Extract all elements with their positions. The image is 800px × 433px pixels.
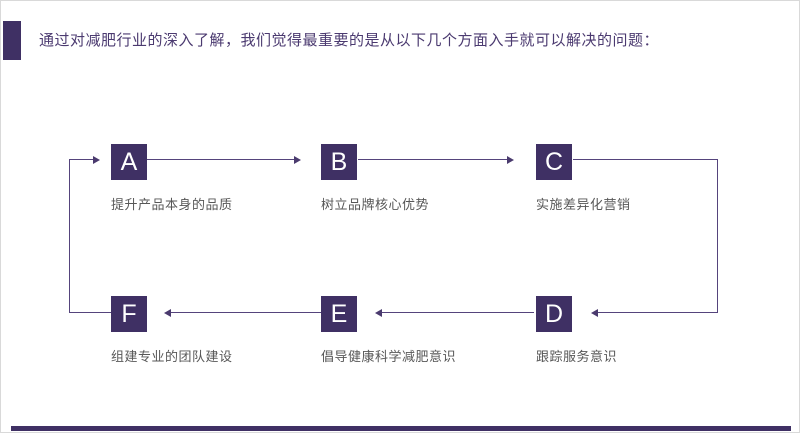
flow-node-e: E <box>321 296 357 332</box>
footer-accent-bar <box>11 426 791 431</box>
connector-e-f-arrowhead-icon <box>164 309 171 317</box>
slide-title: 通过对减肥行业的深入了解，我们觉得最重要的是从以下几个方面入手就可以解决的问题： <box>39 32 660 49</box>
connector-c-d-top-line <box>573 159 718 160</box>
flow-node-b: B <box>321 144 357 180</box>
connector-c-d-arrowhead-icon <box>591 309 598 317</box>
connector-b-c-arrowhead-icon <box>507 156 514 164</box>
flow-node-f-label: 组建专业的团队建设 <box>111 349 233 364</box>
connector-a-b-line <box>147 159 294 160</box>
flow-node-a-label: 提升产品本身的品质 <box>111 197 233 212</box>
connector-c-d-bottom-line <box>598 312 718 313</box>
flow-node-c-label: 实施差异化营销 <box>536 197 631 212</box>
flow-node-f: F <box>111 296 147 332</box>
connector-f-a-vertical-line <box>69 159 70 313</box>
connector-f-a-arrowhead-icon <box>93 156 100 164</box>
flow-node-d: D <box>536 296 572 332</box>
connector-f-a-bottom-line <box>69 312 111 313</box>
connector-c-d-vertical-line <box>717 159 718 313</box>
connector-e-f-line <box>171 312 321 313</box>
flow-node-a: A <box>111 144 147 180</box>
connector-b-c-line <box>358 159 507 160</box>
flow-node-d-label: 跟踪服务意识 <box>536 349 618 364</box>
connector-d-e-line <box>382 312 534 313</box>
flow-node-e-label: 倡导健康科学减肥意识 <box>321 349 457 364</box>
header-accent-bar <box>3 21 21 60</box>
flow-node-b-label: 树立品牌核心优势 <box>321 197 430 212</box>
flow-node-c: C <box>536 144 572 180</box>
connector-d-e-arrowhead-icon <box>375 309 382 317</box>
connector-f-a-top-line <box>69 159 93 160</box>
connector-a-b-arrowhead-icon <box>294 156 301 164</box>
